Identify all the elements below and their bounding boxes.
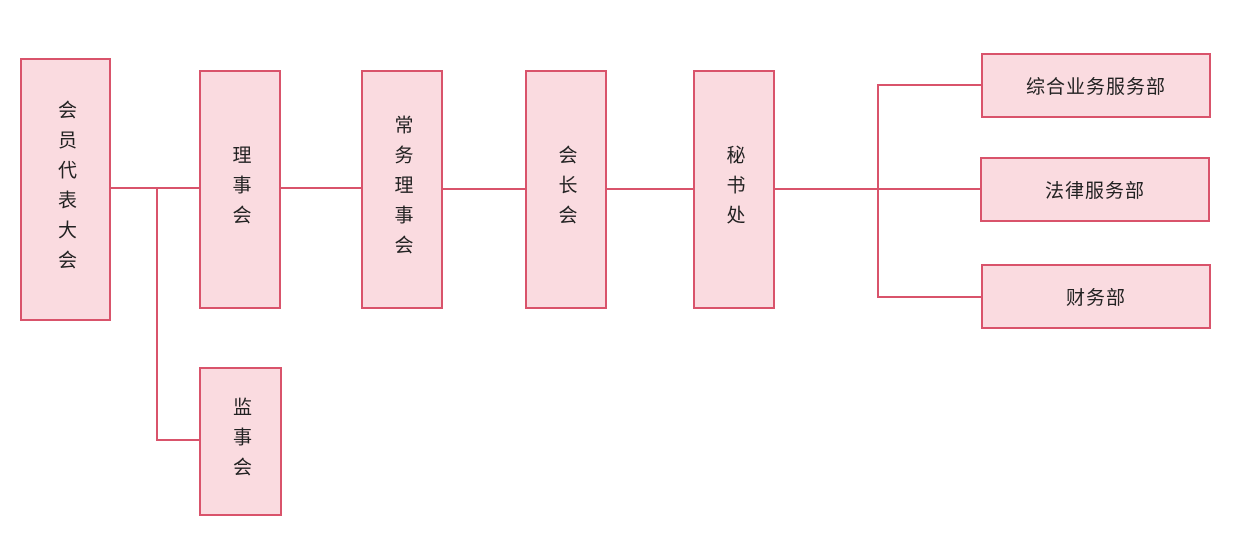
node-label: 财务部 — [1065, 287, 1126, 309]
node-label: 会员代表大会 — [55, 99, 77, 280]
node-secretariat: 秘书处 — [693, 70, 775, 309]
node-standing-council: 常务理事会 — [361, 70, 443, 309]
connector-dept-vertical — [877, 84, 879, 298]
connector-to-supervisory — [156, 439, 200, 441]
connector-standing-presidents — [442, 188, 526, 190]
node-presidents-meeting: 会长会 — [525, 70, 607, 309]
connector-presidents-secretariat — [606, 188, 694, 190]
connector-to-general-dept — [877, 84, 982, 86]
node-legal-services-dept: 法律服务部 — [980, 157, 1210, 222]
node-label: 综合业务服务部 — [1025, 76, 1166, 98]
node-finance-dept: 财务部 — [981, 264, 1211, 329]
connector-to-finance-dept — [877, 296, 982, 298]
node-council: 理事会 — [199, 70, 281, 309]
connector-branch-vertical — [156, 187, 158, 441]
node-label: 会长会 — [555, 144, 578, 235]
node-label: 理事会 — [229, 144, 252, 235]
node-label: 法律服务部 — [1044, 180, 1145, 202]
connector-congress-council — [110, 187, 200, 189]
node-label: 监事会 — [230, 396, 252, 487]
node-general-business-dept: 综合业务服务部 — [981, 53, 1211, 118]
node-label: 秘书处 — [723, 144, 746, 235]
node-label: 常务理事会 — [391, 114, 414, 265]
node-members-congress: 会员代表大会 — [20, 58, 111, 321]
node-supervisory-board: 监事会 — [199, 367, 282, 516]
connector-council-standing — [280, 187, 362, 189]
